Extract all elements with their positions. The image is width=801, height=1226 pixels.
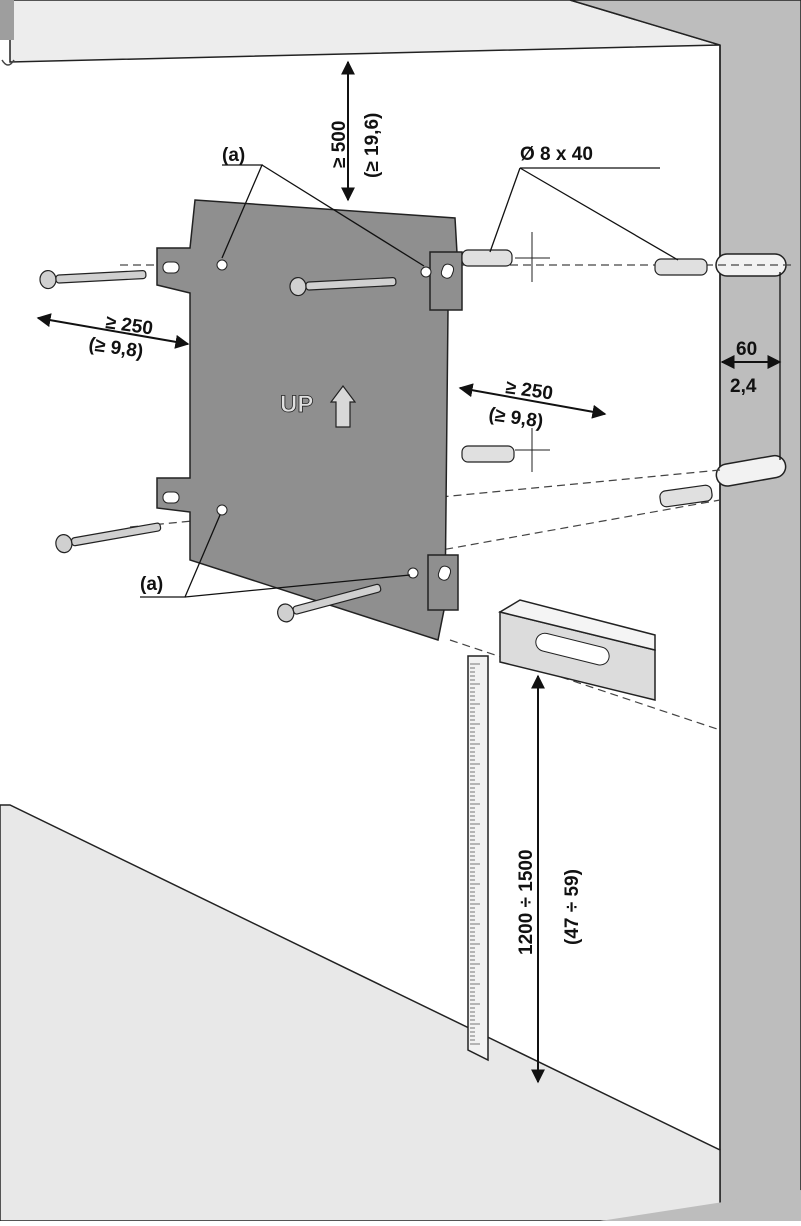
- left-clearance-mm: ≥ 250: [104, 312, 154, 339]
- label-a-top: (a): [222, 145, 245, 166]
- screws: [39, 269, 397, 623]
- side-wall: [569, 0, 801, 1222]
- pipe-fragment: [0, 0, 14, 40]
- ruler: [467, 655, 489, 1062]
- top-clearance-in: (≥ 19,6): [362, 113, 383, 178]
- mounting-plate: [156, 199, 463, 641]
- height-in-label: (47 ÷ 59): [562, 869, 583, 945]
- drill-marks: [515, 232, 550, 472]
- up-arrow-icon: [329, 385, 357, 428]
- wall-holes: [715, 253, 787, 487]
- dimension-lines: [36, 60, 782, 1084]
- plate-up-label: UP: [280, 391, 313, 418]
- height-mm-label: 1200 ÷ 1500: [516, 849, 537, 955]
- floor-surface: [0, 804, 721, 1222]
- anchor-size-label: Ø 8 x 40: [520, 144, 593, 165]
- leader-lines: [140, 164, 781, 598]
- right-clearance-mm: ≥ 250: [504, 377, 554, 404]
- right-clearance-in: (≥ 9,8): [487, 404, 544, 432]
- spirit-level: [498, 599, 656, 701]
- depth-in-label: 2,4: [730, 376, 757, 397]
- top-clearance-mm: ≥ 500: [329, 121, 350, 168]
- wall-anchors: [461, 249, 713, 508]
- label-a-bottom: (a): [140, 574, 163, 595]
- depth-mm-label: 60: [736, 339, 757, 360]
- left-clearance-in: (≥ 9,8): [87, 334, 144, 362]
